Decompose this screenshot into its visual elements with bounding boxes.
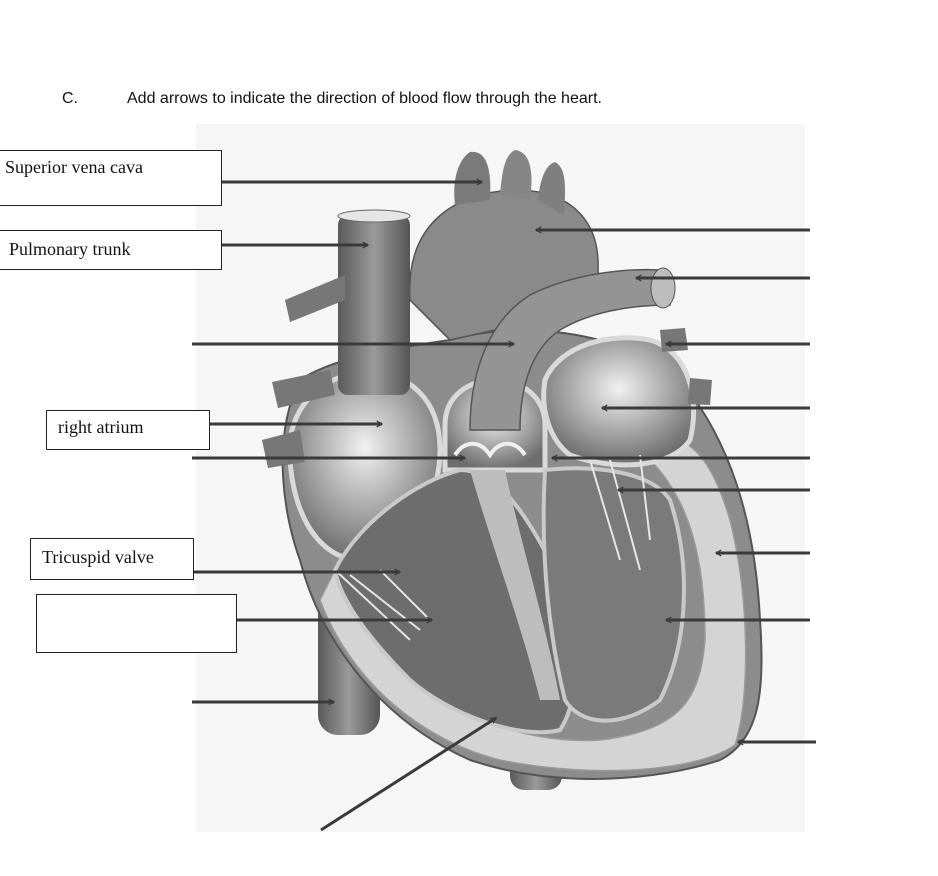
left-common-carotid [500,150,532,200]
superior-vena-cava-opening [337,209,411,223]
label-blank-box[interactable] [36,594,237,653]
label-right-atrium[interactable]: right atrium [46,410,210,450]
pointer-bottom-diagonal [320,716,496,832]
left-subclavian [538,162,566,215]
left-pulmonary-vein-lower [688,378,712,405]
right-pulmonary-vein-upper [272,370,335,408]
label-superior-vena-cava-text: Superior vena cava [5,157,143,177]
pulmonary-artery-opening [650,267,676,309]
question-letter: C. [62,90,78,107]
left-ventricle-chamber [541,466,686,723]
label-superior-vena-cava[interactable]: Superior vena cava [0,150,222,206]
label-right-atrium-text: right atrium [58,417,144,437]
brachiocephalic-artery [454,151,491,205]
left-pulmonary-vein-upper [660,328,688,352]
right-pulmonary-artery [285,275,345,322]
left-atrium-chamber [541,335,697,468]
interventricular-septum [470,470,560,700]
question-instruction: Add arrows to indicate the direction of … [127,90,602,107]
label-pulmonary-trunk[interactable]: Pulmonary trunk [0,230,222,270]
label-pulmonary-trunk-text: Pulmonary trunk [9,239,131,259]
mitral-valve-cords [589,454,651,571]
superior-vena-cava-vessel [338,215,410,395]
label-tricuspid-valve-text: Tricuspid valve [42,547,154,567]
label-tricuspid-valve[interactable]: Tricuspid valve [30,538,194,580]
aortic-valve-leaflets [453,441,527,459]
